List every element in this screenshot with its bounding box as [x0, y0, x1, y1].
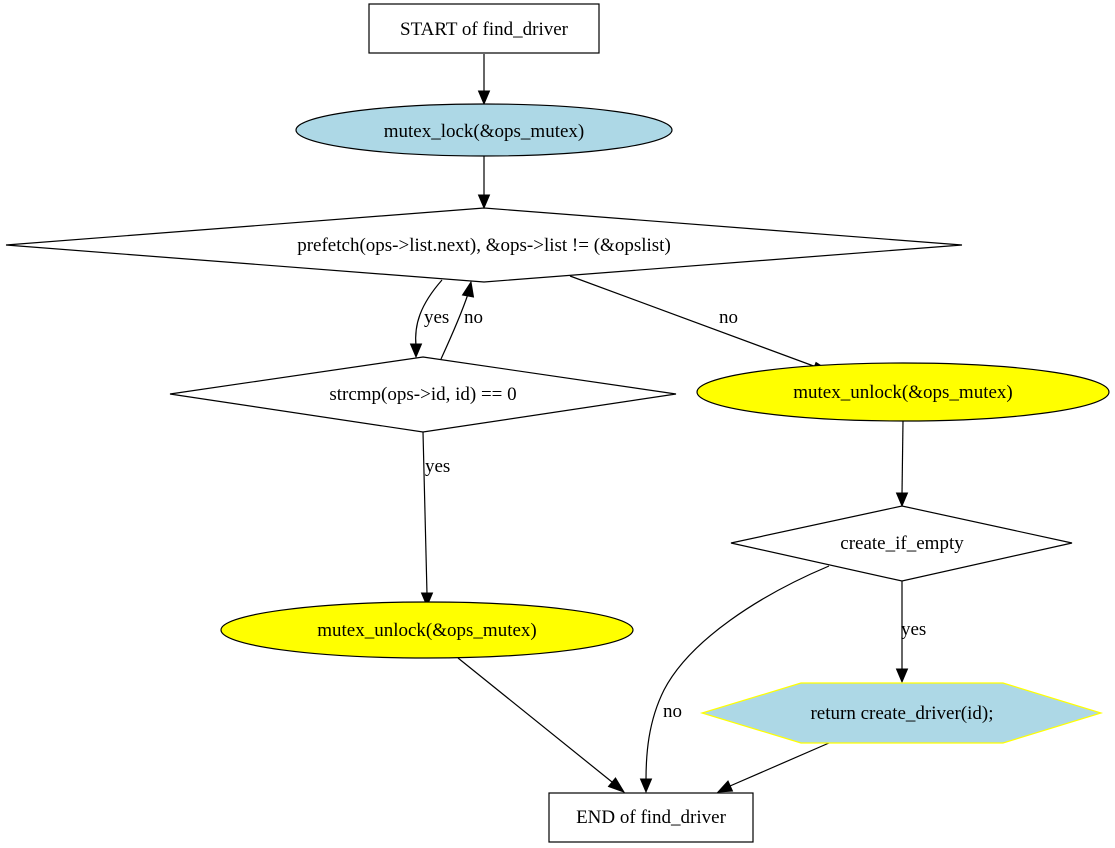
- arrowhead: [895, 492, 909, 508]
- edge-strcmp-yes: [422, 431, 428, 595]
- strcmp-label: strcmp(ops->id, id) == 0: [329, 384, 516, 405]
- create-if-empty-label: create_if_empty: [840, 533, 964, 554]
- edge-label-strcmp-yes: yes: [425, 456, 450, 477]
- arrowhead: [639, 778, 653, 794]
- edge-strcmp-no: [440, 293, 469, 360]
- edge-label-strcmp-no: no: [464, 307, 483, 328]
- loop-condition-node: [5, 207, 963, 283]
- end-label: END of find_driver: [576, 807, 727, 828]
- edge-loop-yes: [415, 279, 443, 347]
- unlock-found-label: mutex_unlock(&ops_mutex): [317, 620, 537, 641]
- arrowhead: [477, 90, 491, 106]
- mutex-lock-node: [295, 103, 673, 157]
- start-node: [368, 3, 600, 54]
- return-create-node: [699, 682, 1104, 744]
- edge-loop-no: [569, 275, 820, 369]
- mutex-lock-label: mutex_lock(&ops_mutex): [384, 121, 585, 142]
- create-if-empty-node: [730, 505, 1073, 582]
- edge-label-create-yes: yes: [901, 619, 926, 640]
- return-create-label: return create_driver(id);: [810, 703, 993, 724]
- arrowhead: [895, 668, 909, 684]
- arrowhead: [420, 592, 434, 608]
- edge-unlock-found-to-end: [457, 657, 613, 783]
- edge-return-to-end: [729, 742, 830, 787]
- loop-condition-label: prefetch(ops->list.next), &ops->list != …: [297, 235, 671, 256]
- strcmp-node: [169, 356, 677, 433]
- edge-label-loop-yes: yes: [424, 307, 449, 328]
- unlock-found-node: [220, 601, 634, 659]
- arrowhead: [716, 780, 734, 793]
- start-label: START of find_driver: [400, 19, 569, 40]
- edge-label-create-no: no: [663, 701, 682, 722]
- end-node: [548, 792, 754, 843]
- edge-create-no: [645, 565, 830, 781]
- arrowhead: [461, 280, 475, 298]
- unlock-not-found-node: [696, 362, 1110, 422]
- edge-label-loop-no: no: [719, 307, 738, 328]
- arrowhead: [607, 777, 626, 793]
- unlock-not-found-label: mutex_unlock(&ops_mutex): [793, 382, 1013, 403]
- edge-unlock-to-create: [901, 420, 904, 495]
- arrowhead: [477, 194, 491, 210]
- arrowhead: [409, 343, 423, 359]
